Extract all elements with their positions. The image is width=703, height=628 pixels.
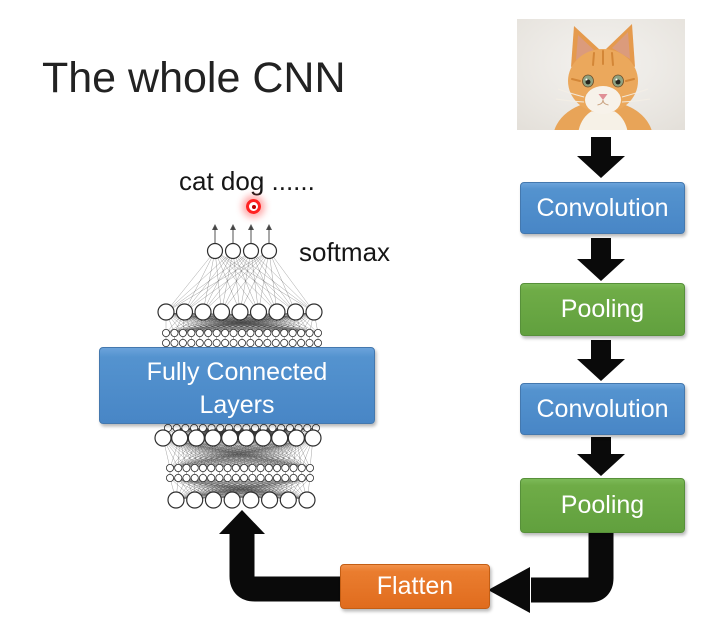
arrow-down-icon	[577, 238, 625, 281]
page-title: The whole CNN	[42, 54, 346, 102]
convolution-label-1: Convolution	[536, 194, 669, 222]
cat-image-drawing	[517, 19, 685, 177]
arrow-down-icon	[577, 437, 625, 476]
fully-connected-label-line1: Fully Connected	[146, 358, 328, 386]
convolution-box-2: Convolution	[520, 383, 685, 435]
arrow-up-icon	[219, 510, 265, 534]
cat-photo	[517, 19, 685, 177]
pooling-label-2: Pooling	[560, 491, 645, 519]
laser-pointer-dot	[246, 199, 261, 214]
fully-connected-box: Fully Connected Layers	[99, 347, 375, 424]
class-labels: cat dog ......	[179, 166, 315, 196]
flatten-label: Flatten	[376, 572, 454, 600]
flatten-box: Flatten	[340, 564, 490, 609]
arrow-left-icon	[488, 567, 530, 613]
pooling-label-1: Pooling	[560, 295, 645, 323]
pooling-box-2: Pooling	[520, 478, 685, 533]
fully-connected-label-line2: Layers	[199, 391, 275, 419]
elbow-arrow-icon	[531, 531, 614, 603]
neural-network-drawing	[154, 224, 323, 509]
convolution-label-2: Convolution	[536, 395, 669, 423]
arrow-down-icon	[577, 137, 625, 178]
convolution-box-1: Convolution	[520, 182, 685, 234]
elbow-arrow-icon	[229, 532, 341, 602]
pooling-box-1: Pooling	[520, 283, 685, 336]
arrow-down-icon	[577, 340, 625, 381]
softmax-label: softmax	[299, 237, 391, 267]
flow-arrows	[219, 137, 625, 613]
